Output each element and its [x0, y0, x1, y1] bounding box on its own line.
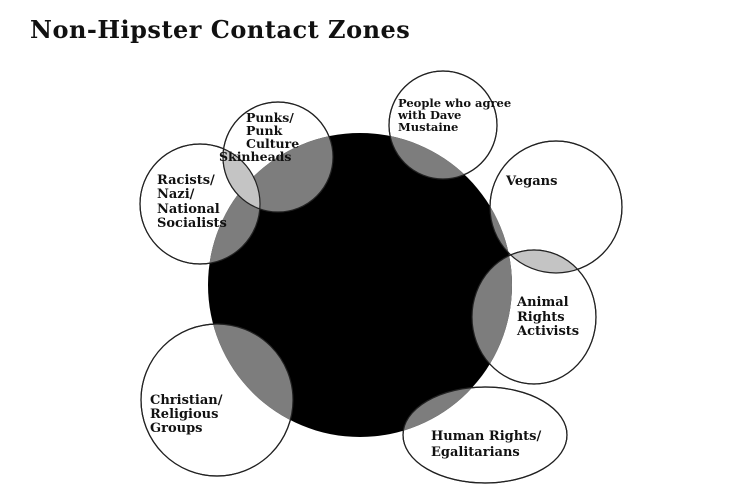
vegans-circle-outline — [489, 140, 623, 274]
animal-label-line3: Activists — [516, 324, 579, 339]
vegans-circle — [489, 140, 623, 274]
racists-label-line1: Racists/ — [157, 173, 215, 188]
human-label-line1: Human Rights/ — [431, 429, 541, 444]
christian-label-line1: Christian/ — [150, 393, 223, 408]
punks-circle-outline — [222, 101, 334, 213]
skinheads-overlap-group — [223, 144, 260, 212]
christian-label-line2: Religious — [150, 407, 218, 422]
racists-circle-outline — [139, 143, 261, 265]
christian-label-line3: Groups — [150, 421, 202, 436]
diagram-title: Non-Hipster Contact Zones — [30, 15, 410, 44]
human-label-line2: Egalitarians — [431, 445, 520, 460]
human-ellipse-outline — [402, 386, 568, 484]
racists-label-line2: Nazi/ — [157, 187, 195, 202]
skinheads-label: Skinheads — [219, 149, 291, 164]
punks-label-line2: Punk — [246, 123, 283, 138]
dave-label-line1: People who agree — [398, 96, 511, 110]
christian-circle-outline — [140, 323, 294, 477]
dave-label-line2: with Dave — [397, 108, 461, 122]
dave-label-line3: Mustaine — [398, 120, 458, 134]
animal-circle-outline — [471, 249, 597, 385]
punks-label-line1: Punks/ — [246, 110, 294, 125]
punks-racists-overlap — [223, 144, 260, 212]
dave-circle-outline — [388, 70, 498, 180]
vegans-label: Vegans — [505, 174, 557, 189]
animal-label-line1: Animal — [516, 295, 569, 310]
racists-label-line3: National — [157, 202, 220, 217]
racists-label-line4: Socialists — [157, 216, 227, 231]
animal-label-line2: Rights — [517, 310, 565, 325]
punks-label-line3: Culture — [246, 136, 299, 151]
